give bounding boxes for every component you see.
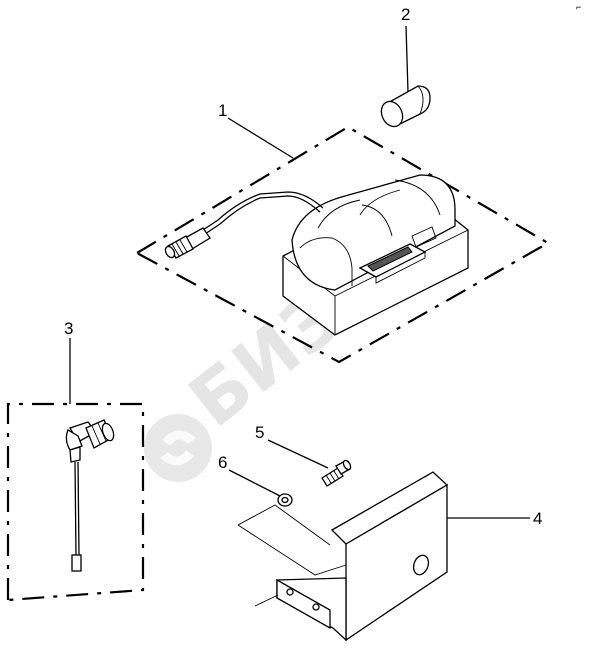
callout-2: 2 bbox=[401, 5, 410, 24]
part-1-console bbox=[134, 125, 551, 364]
part-3-boundary bbox=[6, 402, 145, 602]
sensor-plug-icon bbox=[71, 554, 82, 572]
leader-1 bbox=[227, 117, 294, 159]
callout-4: 4 bbox=[533, 509, 542, 528]
leader-5 bbox=[267, 439, 329, 469]
console-cable bbox=[204, 195, 321, 235]
bracket-hole-icon bbox=[412, 554, 430, 576]
console-housing bbox=[291, 174, 456, 291]
corner-mark: ⌐ bbox=[576, 2, 581, 12]
leader-lines bbox=[69, 25, 530, 519]
watermark-logo-icon bbox=[144, 414, 212, 482]
leader-6 bbox=[228, 469, 281, 497]
part-5-bolt bbox=[321, 459, 352, 487]
callout-3: 3 bbox=[64, 319, 73, 338]
part-4-bracket bbox=[237, 471, 449, 642]
part-6-washer bbox=[277, 493, 293, 507]
console-plug-icon bbox=[164, 227, 211, 259]
callouts: 1 2 3 4 5 6 bbox=[64, 5, 542, 528]
part-2-cylinder bbox=[380, 85, 431, 128]
part-3-sensor bbox=[6, 402, 145, 602]
leader-2 bbox=[405, 25, 409, 93]
callout-5: 5 bbox=[255, 423, 264, 442]
callout-6: 6 bbox=[218, 453, 227, 472]
callout-1: 1 bbox=[218, 101, 227, 120]
part-1-boundary bbox=[134, 125, 551, 364]
